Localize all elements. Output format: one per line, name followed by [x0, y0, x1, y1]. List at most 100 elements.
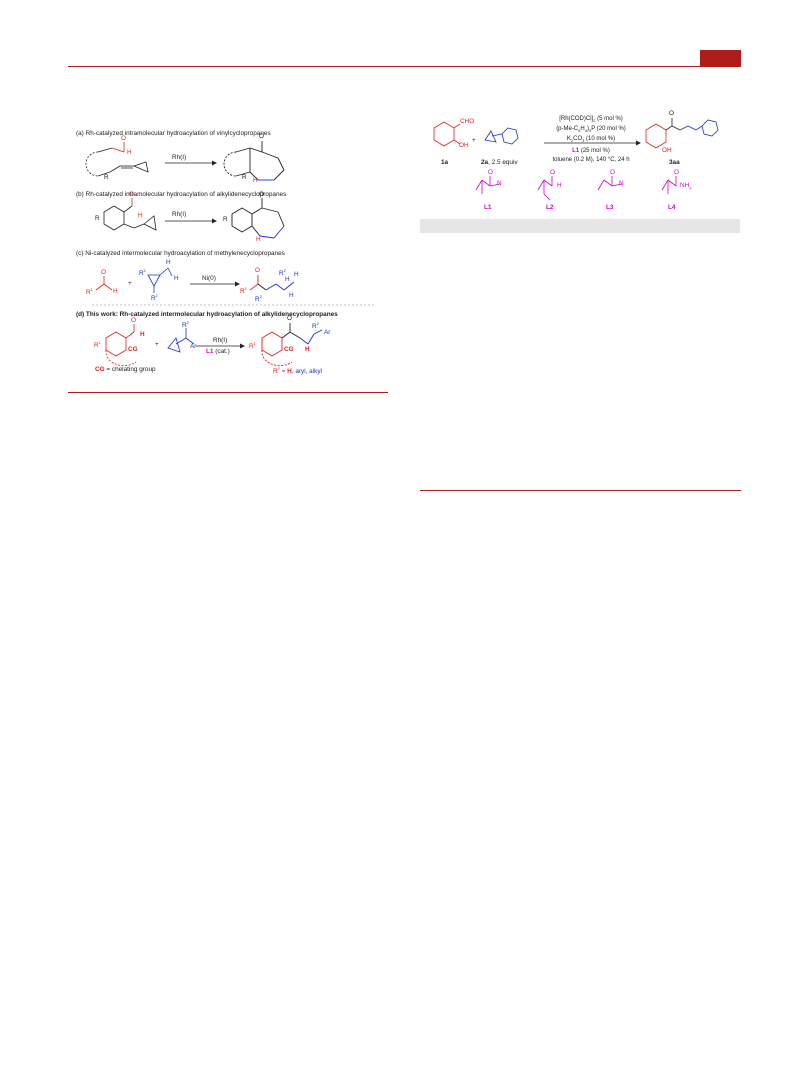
ligand-l4-structure: [661, 176, 677, 194]
sm1-cho: CHO: [460, 118, 475, 125]
scheme-c-o: O: [101, 269, 106, 276]
top-rule: [68, 66, 741, 67]
ligand-l3-o: O: [610, 169, 615, 176]
plus-sign: +: [472, 137, 476, 144]
product-oh: OH: [662, 147, 672, 154]
scheme-c-r2: R2: [139, 268, 146, 278]
scheme-a-reactant: [85, 142, 149, 177]
scheme-d-r1: R1: [94, 340, 101, 350]
scheme-c-prod-r1: R1: [240, 286, 247, 296]
ligand-l3-structure: [597, 176, 623, 191]
scheme-c-aldehyde: [95, 276, 113, 291]
scheme-c-r1: R1: [86, 287, 93, 297]
scheme-b-reagent: Rh(I): [172, 211, 187, 218]
ligand-l2-atom: H: [557, 182, 562, 189]
sm-1a: [433, 121, 461, 147]
ligand-l2-name: L2: [546, 204, 554, 211]
scheme-c-h: H: [113, 288, 118, 295]
scheme-d-r2: R2: [182, 320, 189, 330]
ligand-l3-atom: N: [619, 180, 624, 187]
scheme-d-prod-o: O: [287, 315, 292, 322]
condition-solvent: toluene (0.2 M), 140 °C, 24 h: [552, 156, 630, 163]
scheme-a-product: [223, 141, 285, 181]
scheme-d-acp: [167, 328, 195, 353]
scheme-a-arrow: [165, 160, 217, 166]
scheme-a-prod-h: H: [253, 177, 258, 184]
ligand-l4-atom: NH2: [680, 182, 692, 191]
scheme-a-prod-r: R: [242, 174, 247, 181]
scheme-d-reagent: Rh(I): [213, 337, 228, 344]
scheme-d-r2-note: R2 = H, aryl, alkyl: [273, 366, 322, 376]
product-o: O: [669, 110, 674, 117]
corner-tab: [700, 50, 741, 66]
scheme-b-o: O: [129, 191, 134, 198]
condition-catalyst: [Rh(COD)Cl]2 (5 mol %): [559, 116, 623, 124]
scheme-c-r2b: R2: [151, 293, 158, 303]
condition-ligand: L1 (25 mol %): [572, 147, 610, 154]
condition-phosphine: (p-Me-C6H4)3P (20 mol %): [556, 126, 626, 134]
left-scheme-bottom-rule: [68, 392, 388, 393]
ligand-l4-name: L4: [668, 204, 676, 211]
scheme-c-h-top: H: [166, 259, 171, 266]
scheme-c-mcp: [147, 267, 173, 293]
scheme-d-h: H: [140, 331, 145, 338]
scheme-b-title: (b) Rh-catalyzed intramolecular hydroacy…: [76, 191, 287, 198]
scheme-b-arrow: [165, 218, 217, 224]
scheme-c-prod-r2-top: R2: [279, 268, 286, 278]
scheme-d-ar: Ar: [190, 343, 197, 350]
sm2-label: 2a, 2.5 equiv: [481, 159, 518, 166]
scheme-d-prod-h: H: [305, 346, 310, 353]
ligand-l3-name: L3: [606, 204, 614, 211]
scheme-d-prod-cg: CG: [284, 346, 294, 353]
ligand-l1-o: O: [488, 169, 493, 176]
scheme-a-h: H: [127, 149, 132, 156]
ligand-l1-name: L1: [484, 204, 492, 211]
scheme-a-title: (a) Rh-catalyzed intramolecular hydroacy…: [76, 130, 271, 137]
scheme-d-cg: CG: [128, 346, 138, 353]
scheme-c-prod-h1: H: [285, 276, 290, 283]
scheme-d-prod-r2: R2: [312, 321, 319, 331]
sm-2a: [484, 127, 519, 145]
scheme-c-reagent: Ni(0): [202, 275, 216, 282]
scheme-c-prod-h2: H: [289, 292, 294, 299]
ligand-l4-o: O: [674, 169, 679, 176]
scheme-b-h: H: [138, 212, 143, 219]
right-scheme-bottom-rule: [420, 490, 741, 491]
condition-base: K2CO3 (10 mol %): [566, 136, 616, 144]
ligand-l2-o: O: [550, 169, 555, 176]
table-header-bar: [420, 219, 740, 233]
sm1-label: 1a: [441, 159, 449, 166]
scheme-b-reactant: [103, 198, 157, 231]
scheme-c-plus: +: [128, 280, 132, 287]
scheme-d-prod-r1: R1: [249, 341, 256, 351]
scheme-a-o: O: [121, 135, 126, 142]
scheme-d-arrow: [196, 343, 245, 349]
sm1-oh: OH: [459, 142, 469, 149]
scheme-d-prod-ar: Ar: [324, 329, 331, 336]
scheme-c-prod-o: O: [255, 267, 260, 274]
scheme-d-plus: +: [155, 341, 159, 348]
scheme-c-product: [249, 275, 295, 291]
scheme-d-product: [261, 323, 323, 367]
scheme-d-o: O: [131, 317, 136, 324]
ligand-l1-structure: [475, 176, 501, 194]
scheme-b-product: [231, 198, 285, 239]
scheme-d-ligand: L1 (cat.): [206, 348, 230, 355]
scheme-c-h-right: H: [174, 275, 179, 282]
ligand-l2-structure: [537, 176, 553, 201]
scheme-c-prod-h3: H: [294, 271, 299, 278]
scheme-b-prod-h: H: [256, 236, 261, 243]
scheme-a-reagent: Rh(I): [172, 154, 187, 161]
ligand-l1-atom: N: [497, 180, 502, 187]
scheme-b-prod-r: R: [223, 216, 228, 223]
scheme-b-r: R: [95, 215, 100, 222]
scheme-d-aldehyde: [105, 324, 137, 367]
scheme-d-title: (d) This work: Rh-catalyzed intermolecul…: [76, 311, 338, 318]
product-3aa: [645, 118, 719, 149]
reaction-conditions: [Rh(COD)Cl]2 (5 mol %) (p-Me-C6H4)3P (20…: [542, 115, 640, 164]
scheme-c-prod-r2: R2: [255, 294, 262, 304]
scheme-a-r: R: [104, 174, 109, 181]
reaction-arrow: [544, 140, 641, 146]
scheme-b-prod-o: O: [259, 191, 264, 198]
